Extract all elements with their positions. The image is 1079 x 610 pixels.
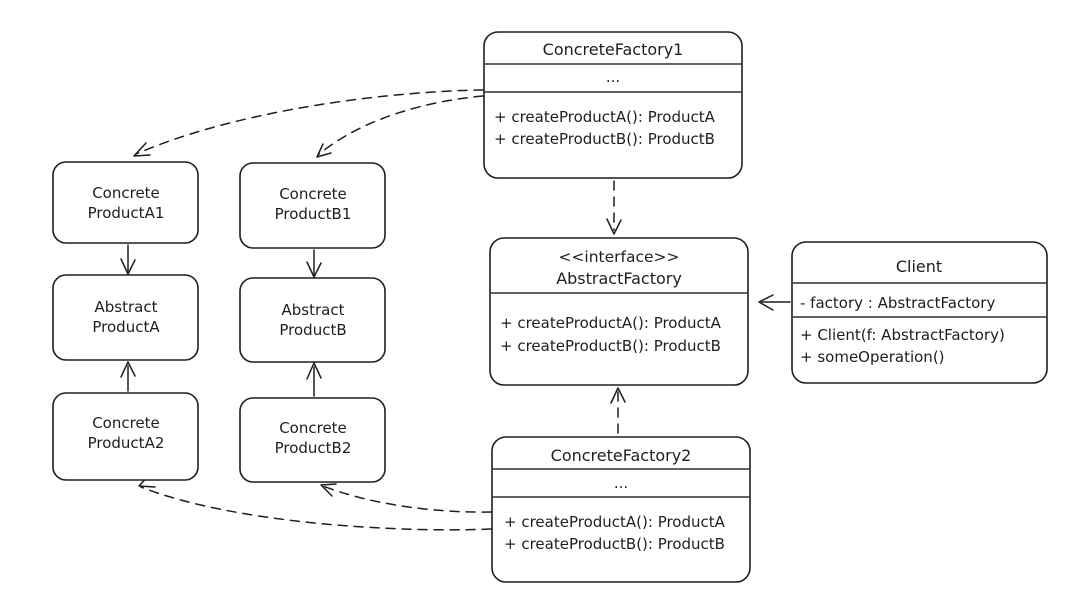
method-label: + createProductA(): ProductA <box>504 513 726 531</box>
class-concrete-factory-2: ConcreteFactory2 ... + createProductA():… <box>491 436 751 583</box>
class-name-line1: Abstract <box>95 298 158 316</box>
edge-line <box>317 95 484 156</box>
class-name-line2: ProductB1 <box>275 205 352 223</box>
edge-cf1-to-abstractfactory <box>606 180 622 235</box>
class-abstract-product-b: Abstract ProductB <box>239 277 386 363</box>
method-label: + createProductA(): ProductA <box>500 314 722 332</box>
class-box <box>239 397 386 483</box>
class-abstract-factory: <<interface>> AbstractFactory + createPr… <box>489 237 749 386</box>
class-name-line2: ProductB2 <box>275 439 352 457</box>
fields-placeholder: ... <box>606 68 620 86</box>
class-concrete-product-a2: Concrete ProductA2 <box>52 392 199 481</box>
class-box <box>52 161 199 244</box>
edge-cf2-to-abstractfactory <box>610 387 626 434</box>
class-title: AbstractFactory <box>556 269 682 288</box>
class-name-line1: Abstract <box>282 301 345 319</box>
class-name-line2: ProductA <box>92 318 160 336</box>
class-box <box>52 392 199 481</box>
class-name-line2: ProductA2 <box>88 434 165 452</box>
fields-placeholder: ... <box>614 474 628 492</box>
edge-productB1-to-abstractB <box>306 249 322 278</box>
class-box <box>491 436 751 583</box>
edge-line <box>140 486 492 531</box>
method-label: + someOperation() <box>800 348 945 366</box>
class-box <box>483 31 743 179</box>
class-name-line1: Concrete <box>279 419 347 437</box>
arrowhead-icon <box>610 387 626 404</box>
class-name-line2: ProductB <box>279 321 346 339</box>
class-title: ConcreteFactory1 <box>543 40 684 59</box>
class-abstract-product-a: Abstract ProductA <box>52 274 199 361</box>
method-label: + createProductA(): ProductA <box>494 108 716 126</box>
class-title: Client <box>896 257 942 276</box>
class-title: ConcreteFactory2 <box>551 446 692 465</box>
class-client: Client - factory : AbstractFactory + Cli… <box>791 241 1048 384</box>
edge-productB2-to-abstractB <box>306 362 322 397</box>
arrowhead-icon <box>316 143 332 158</box>
edge-cf1-to-productA1 <box>133 89 484 157</box>
arrowhead-icon <box>120 258 136 275</box>
class-concrete-product-a1: Concrete ProductA1 <box>52 161 199 244</box>
method-label: + createProductB(): ProductB <box>500 337 721 355</box>
class-box <box>52 274 199 361</box>
class-box <box>489 237 749 386</box>
edge-productA1-to-abstractA <box>120 244 136 275</box>
edge-productA2-to-abstractA <box>120 361 136 392</box>
arrowhead-icon <box>758 294 774 311</box>
class-name-line2: ProductA1 <box>88 204 165 222</box>
class-concrete-factory-1: ConcreteFactory1 ... + createProductA():… <box>483 31 743 179</box>
class-stereotype: <<interface>> <box>558 248 679 266</box>
class-name-line1: Concrete <box>279 185 347 203</box>
edge-line <box>322 485 492 513</box>
class-box <box>239 277 386 363</box>
method-label: + createProductB(): ProductB <box>504 535 725 553</box>
arrowhead-icon <box>133 142 151 157</box>
edge-cf2-to-productB2 <box>320 483 492 513</box>
class-name-line1: Concrete <box>92 414 160 432</box>
class-box <box>239 162 386 249</box>
attribute-label: - factory : AbstractFactory <box>800 294 995 312</box>
edge-cf1-to-productB1 <box>316 95 484 158</box>
class-name-line1: Concrete <box>92 184 160 202</box>
arrowhead-icon <box>606 218 622 235</box>
method-label: + createProductB(): ProductB <box>494 130 715 148</box>
method-label: + Client(f: AbstractFactory) <box>800 326 1005 344</box>
arrowhead-icon <box>306 362 322 380</box>
arrowhead-icon <box>120 361 136 378</box>
class-concrete-product-b1: Concrete ProductB1 <box>239 162 386 249</box>
edge-line <box>135 89 484 155</box>
arrowhead-icon <box>320 483 337 497</box>
edge-client-to-abstractfactory <box>758 294 791 311</box>
arrowhead-icon <box>306 261 322 278</box>
class-concrete-product-b2: Concrete ProductB2 <box>239 397 386 483</box>
class-box <box>791 241 1048 384</box>
